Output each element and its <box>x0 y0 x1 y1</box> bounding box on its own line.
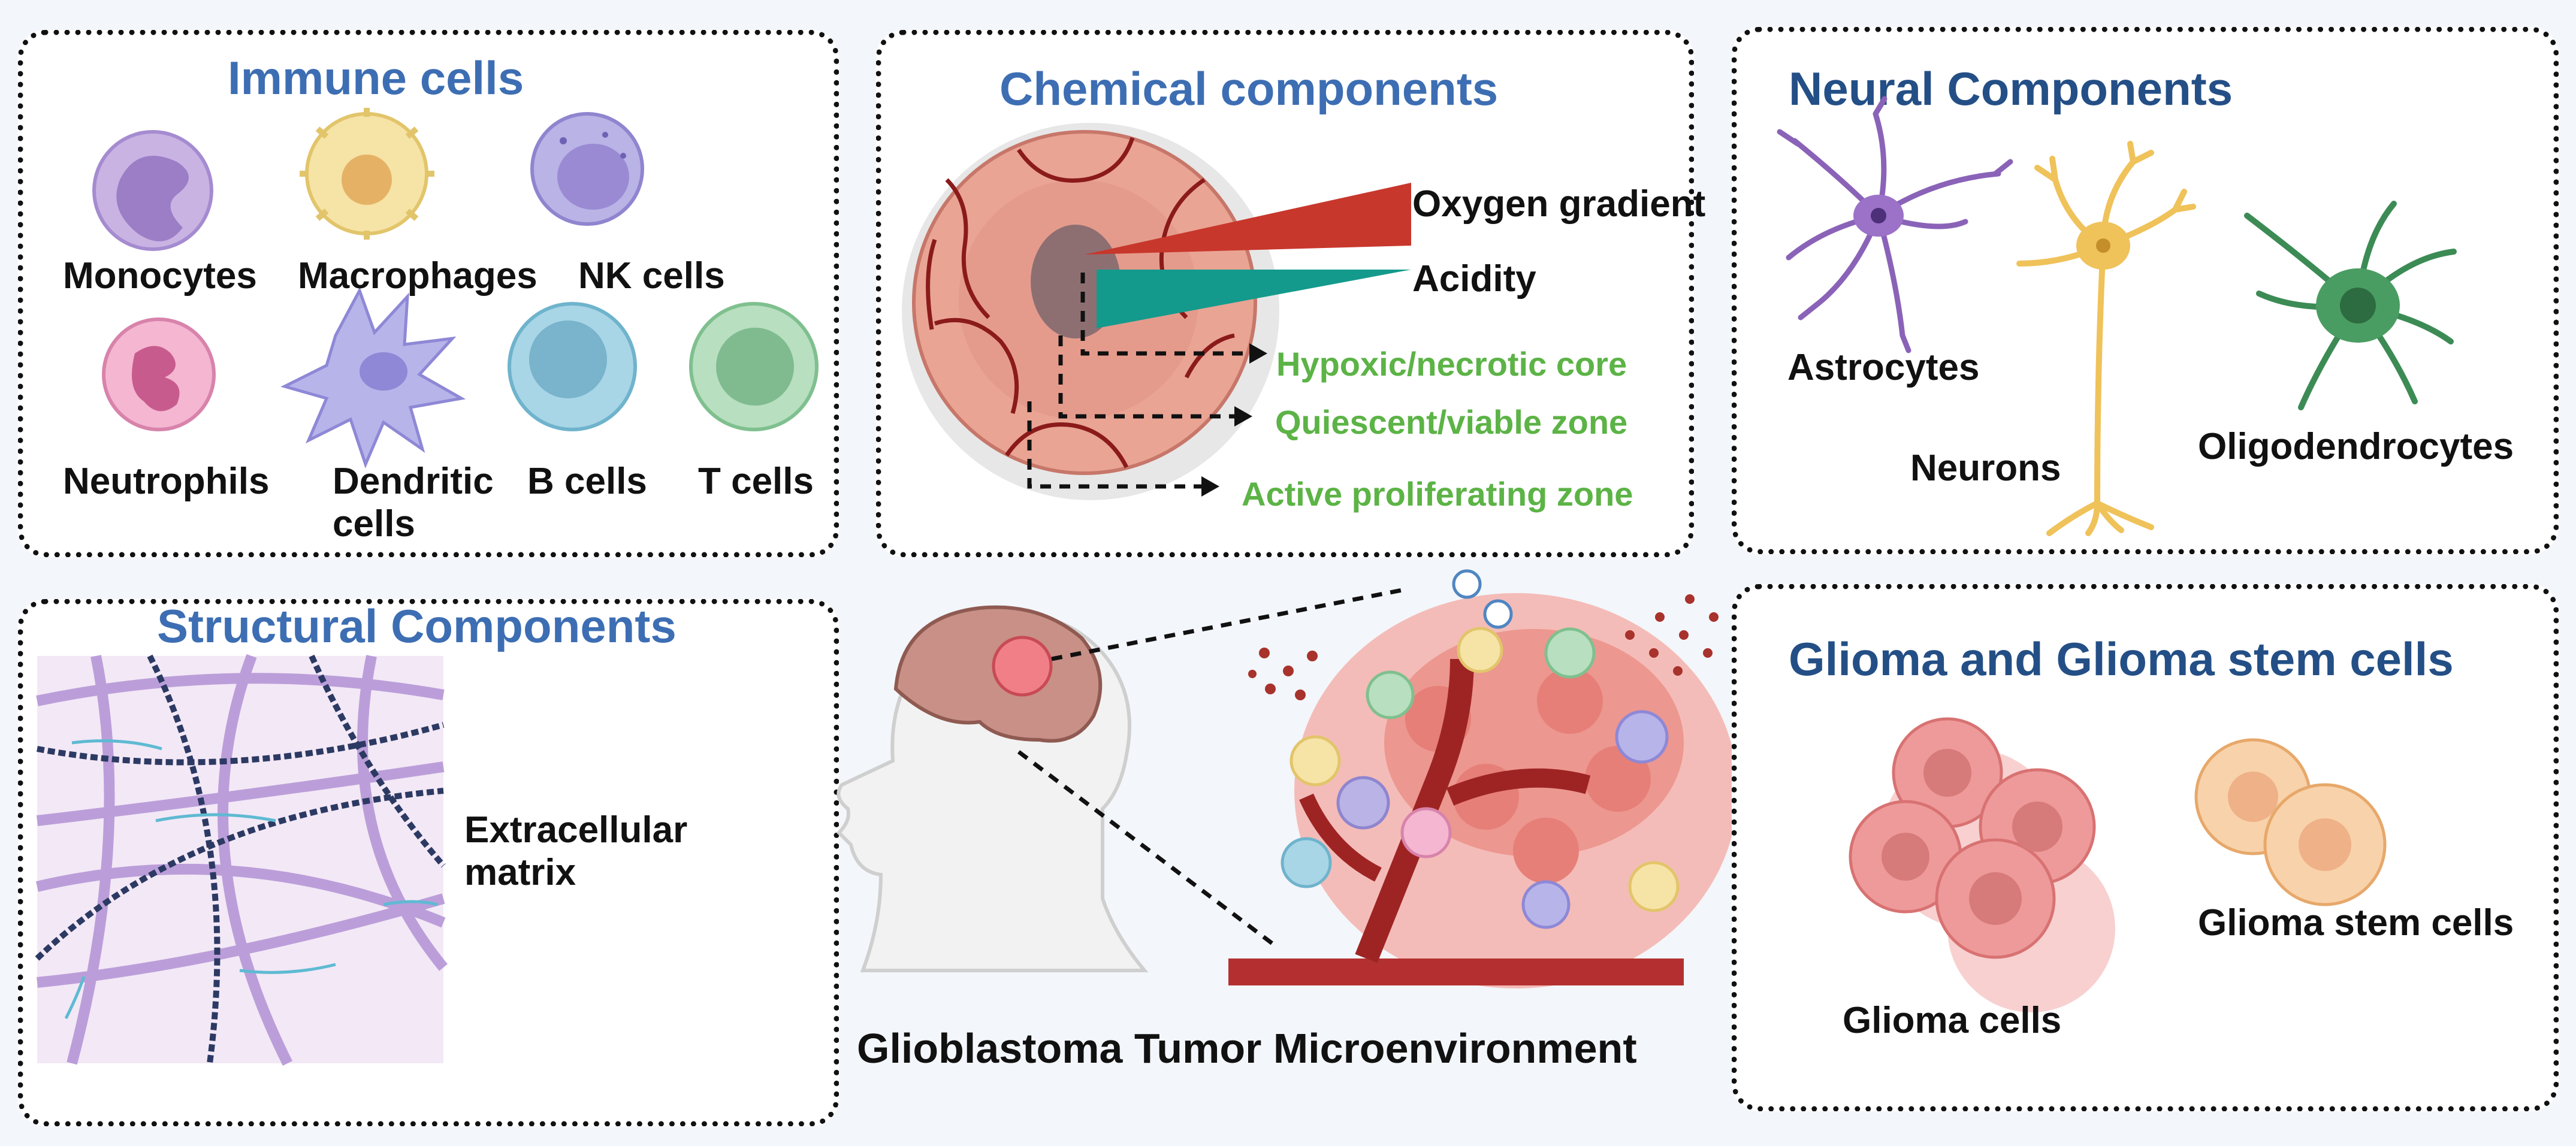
label-extracellular-matrix: Extracellular matrix <box>464 809 688 894</box>
b-cell <box>508 302 637 431</box>
acidity-wedge <box>1097 270 1411 328</box>
glioblastoma-tme-title: Glioblastoma Tumor Microenvironment <box>857 1025 1637 1072</box>
label-active-proliferating-zone: Active proliferating zone <box>1242 475 1633 513</box>
nk-cell <box>530 112 644 226</box>
label-oxygen-gradient: Oxygen gradient <box>1412 183 1706 225</box>
structural-components-title: Structural Components <box>157 600 677 652</box>
oxygen-gradient-wedge <box>1085 183 1411 255</box>
label-acidity: Acidity <box>1412 258 1536 300</box>
label-oligodendrocytes: Oligodendrocytes <box>2198 426 2514 467</box>
tme-cluster <box>1228 593 1738 988</box>
label-glioma-cells: Glioma cells <box>1843 1000 2062 1041</box>
label-t-cells: T cells <box>698 461 814 502</box>
label-b-cells: B cells <box>527 461 647 502</box>
glioma-panel-title: Glioma and Glioma stem cells <box>1789 633 2454 685</box>
chemical-components-title: Chemical components <box>999 62 1499 115</box>
tumor-spheroid-diagram <box>902 123 1411 500</box>
zoom-lines <box>1017 588 1403 948</box>
glioma-cell-cluster <box>1849 717 2115 1012</box>
zone-arrow-heads <box>1201 343 1267 497</box>
extracellular-matrix-illustration <box>35 654 448 1066</box>
label-neutrophils: Neutrophils <box>63 461 270 502</box>
label-dendritic-cells: Dendritic cells <box>333 461 494 545</box>
neural-components-title: Neural Components <box>1789 62 2233 115</box>
monocyte-cell <box>92 130 213 251</box>
immune-cells-panel <box>18 30 839 557</box>
label-hypoxic-necrotic-core: Hypoxic/necrotic core <box>1276 345 1627 383</box>
label-macrophages: Macrophages <box>298 255 537 297</box>
glioma-stem-cell-cluster <box>2194 738 2387 906</box>
immune-cells-title: Immune cells <box>228 52 524 104</box>
label-nk-cells: NK cells <box>578 255 725 297</box>
macrophage-cell <box>300 108 434 240</box>
brain-tumor <box>992 636 1053 697</box>
t-cell <box>689 302 819 431</box>
dendritic-cell <box>280 286 466 469</box>
label-neurons: Neurons <box>1910 447 2061 489</box>
label-glioma-stem-cells: Glioma stem cells <box>2198 902 2514 944</box>
label-quiescent-viable-zone: Quiescent/viable zone <box>1275 403 1628 441</box>
neural-cell-illustrations <box>1777 96 2457 536</box>
glioblastoma-microenvironment-illustration <box>836 569 1738 988</box>
label-astrocytes: Astrocytes <box>1787 347 1980 388</box>
zone-pointer-arrows <box>1027 273 1252 489</box>
immune-cell-illustrations <box>92 108 819 469</box>
neural-components-panel <box>1732 27 2559 554</box>
label-monocytes: Monocytes <box>63 255 257 297</box>
secreted-vesicles <box>1248 594 1719 700</box>
neutrophil-cell <box>102 318 216 431</box>
